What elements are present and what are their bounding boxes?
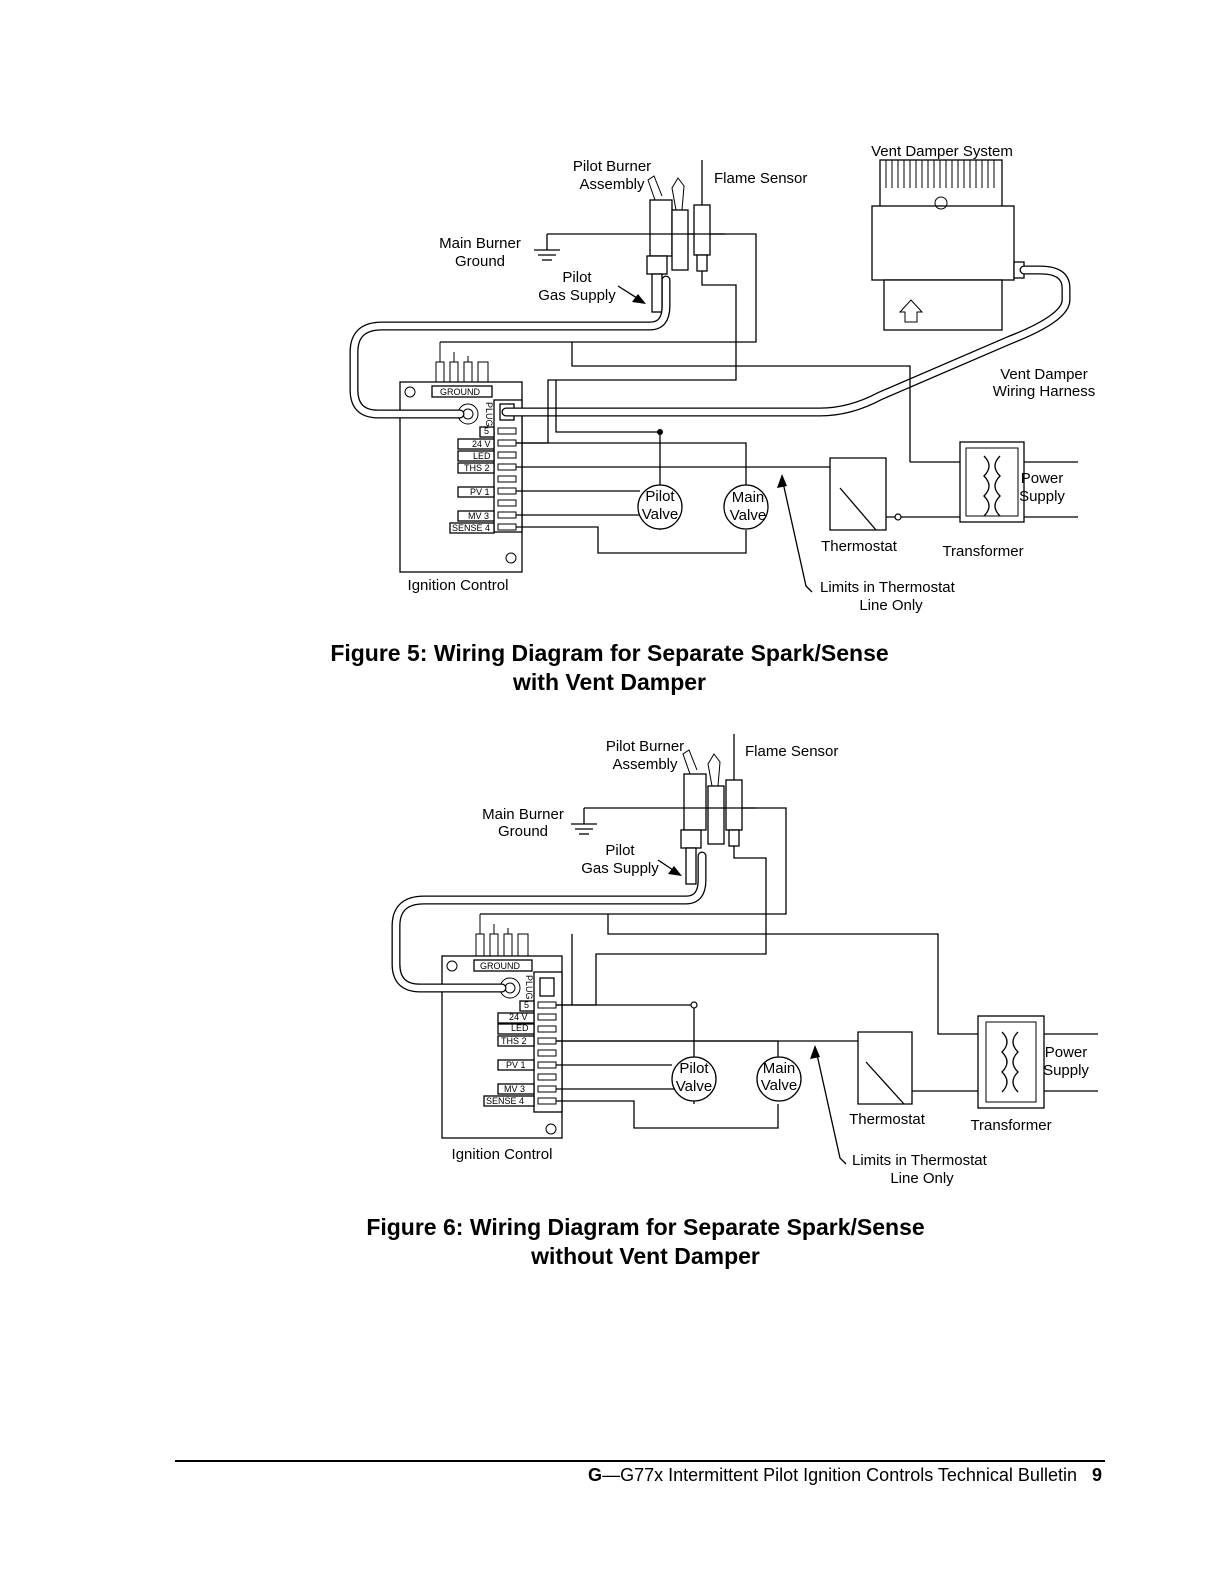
main-burner-ground-symbol xyxy=(534,233,632,261)
transformer-label: Transformer xyxy=(942,543,1023,560)
terminal-sense4-label: SENSE 4 xyxy=(452,523,490,533)
footer-dash: — xyxy=(602,1465,621,1485)
terminal-5-label: 5 xyxy=(484,426,489,436)
footer-letter: G xyxy=(588,1465,603,1485)
terminal-led-label: LED xyxy=(473,451,491,461)
main-valve-label-2-2: Valve xyxy=(761,1077,797,1094)
main-valve-label-1: Main xyxy=(732,489,765,506)
terminal-mv3-label: MV 3 xyxy=(468,511,489,521)
figure-6-diagram: GROUND 5 24 V LED THS 2 PV 1 MV 3 SENSE … xyxy=(391,734,1098,1187)
pilot-gas-label-1-2: Pilot xyxy=(605,842,635,859)
flame-sensor-label: Flame Sensor xyxy=(714,170,807,187)
footer-title: G77x Intermittent Pilot Ignition Control… xyxy=(620,1465,1077,1485)
limits-label-1-2: Limits in Thermostat xyxy=(852,1152,988,1169)
main-valve-circle-2 xyxy=(756,1056,802,1102)
pilot-gas-label-1: Pilot xyxy=(562,269,592,286)
ignition-control-label-2: Ignition Control xyxy=(452,1146,553,1163)
power-supply-label-2-2: Supply xyxy=(1043,1062,1089,1079)
main-valve-label-1-2: Main xyxy=(763,1060,796,1077)
flame-sensor-2 xyxy=(725,734,750,859)
page-number: 9 xyxy=(1091,1465,1102,1485)
terminal-24v-label: 24 V xyxy=(472,439,491,449)
transformer xyxy=(959,441,1025,523)
footer-rule xyxy=(175,1460,1105,1462)
limits-label-2-2: Line Only xyxy=(890,1170,954,1187)
terminal-ths2-label: THS 2 xyxy=(464,463,490,473)
flame-sensor-label-2: Flame Sensor xyxy=(745,743,838,760)
thermostat-label: Thermostat xyxy=(821,538,898,555)
vent-damper-system xyxy=(871,159,1025,331)
terminal-pv1-label-2: PV 1 xyxy=(506,1060,526,1070)
pilot-valve-circle-2 xyxy=(671,1056,717,1102)
terminal-plug-label-2: PLUG xyxy=(524,975,534,1000)
terminal-sense4-label-2: SENSE 4 xyxy=(486,1096,524,1106)
limits-label-2: Line Only xyxy=(859,597,923,614)
vent-harness-label-1: Vent Damper xyxy=(1000,366,1088,383)
terminal-pv1-label: PV 1 xyxy=(470,487,490,497)
terminal-mv3-label-2: MV 3 xyxy=(504,1084,525,1094)
pilot-burner-label-1: Pilot Burner xyxy=(573,158,651,175)
terminal-24v-label-2: 24 V xyxy=(509,1012,528,1022)
terminal-ground-label-2: GROUND xyxy=(480,961,520,971)
figure-5-caption-line-1: Figure 5: Wiring Diagram for Separate Sp… xyxy=(330,640,889,666)
main-burner-label-1-2: Main Burner xyxy=(482,806,564,823)
thermostat-label-2: Thermostat xyxy=(849,1111,926,1128)
terminal-plug-label: PLUG xyxy=(484,402,494,427)
figure-5-diagram: GROUND 5 24 V LED THS 2 PV 1 MV 3 SENSE … xyxy=(349,143,1096,614)
pilot-valve-label-2-2: Valve xyxy=(676,1078,712,1095)
ignition-control-box-2: GROUND 5 24 V LED THS 2 PV 1 MV 3 SENSE … xyxy=(441,914,563,1139)
terminal-ground-label: GROUND xyxy=(440,387,480,397)
main-burner-label-1: Main Burner xyxy=(439,235,521,252)
main-burner-label-2: Ground xyxy=(455,253,505,270)
main-burner-label-2-2: Ground xyxy=(498,823,548,840)
figure-6-caption: Figure 6: Wiring Diagram for Separate Sp… xyxy=(0,1213,1019,1271)
pilot-burner-assembly-2 xyxy=(664,749,756,885)
vent-damper-system-label: Vent Damper System xyxy=(871,143,1013,160)
main-valve-label-2: Valve xyxy=(730,507,766,524)
pilot-burner-label-2-2: Assembly xyxy=(612,756,678,773)
figure-6-caption-line-1: Figure 6: Wiring Diagram for Separate Sp… xyxy=(366,1214,925,1240)
terminal-5-label-2: 5 xyxy=(524,1000,529,1010)
pilot-burner-label-2: Assembly xyxy=(579,176,645,193)
main-valve-circle xyxy=(723,484,769,530)
terminal-ths2-label-2: THS 2 xyxy=(501,1036,527,1046)
limits-label-1: Limits in Thermostat xyxy=(820,579,956,596)
pilot-valve-circle xyxy=(637,484,683,530)
main-burner-ground-symbol-2 xyxy=(571,807,664,835)
power-supply-label-2: Supply xyxy=(1019,488,1065,505)
pilot-burner-assembly xyxy=(632,175,725,313)
transformer-label-2: Transformer xyxy=(970,1117,1051,1134)
page-footer: G—G77x Intermittent Pilot Ignition Contr… xyxy=(0,1465,1102,1486)
power-supply-label-1: Power xyxy=(1021,470,1064,487)
figure-6-caption-line-2: without Vent Damper xyxy=(531,1243,760,1269)
pilot-valve-label-1: Pilot xyxy=(645,488,675,505)
pilot-valve-label-1-2: Pilot xyxy=(679,1060,709,1077)
terminal-led-label-2: LED xyxy=(511,1023,529,1033)
ignition-control-box: GROUND 5 24 V LED THS 2 PV 1 MV 3 SENSE … xyxy=(399,342,523,573)
power-supply-label-1-2: Power xyxy=(1045,1044,1088,1061)
pilot-gas-label-2-2: Gas Supply xyxy=(581,860,659,877)
figure-5-caption-line-2: with Vent Damper xyxy=(513,669,706,695)
pilot-burner-label-1-2: Pilot Burner xyxy=(606,738,684,755)
figure6-wires xyxy=(480,807,1098,1129)
ignition-control-label: Ignition Control xyxy=(408,577,509,594)
transformer-2 xyxy=(977,1015,1045,1109)
pilot-gas-label-2: Gas Supply xyxy=(538,287,616,304)
pilot-valve-label-2: Valve xyxy=(642,506,678,523)
flame-sensor xyxy=(693,160,718,286)
figure-5-caption: Figure 5: Wiring Diagram for Separate Sp… xyxy=(0,639,991,697)
vent-harness-label-2: Wiring Harness xyxy=(993,383,1096,400)
